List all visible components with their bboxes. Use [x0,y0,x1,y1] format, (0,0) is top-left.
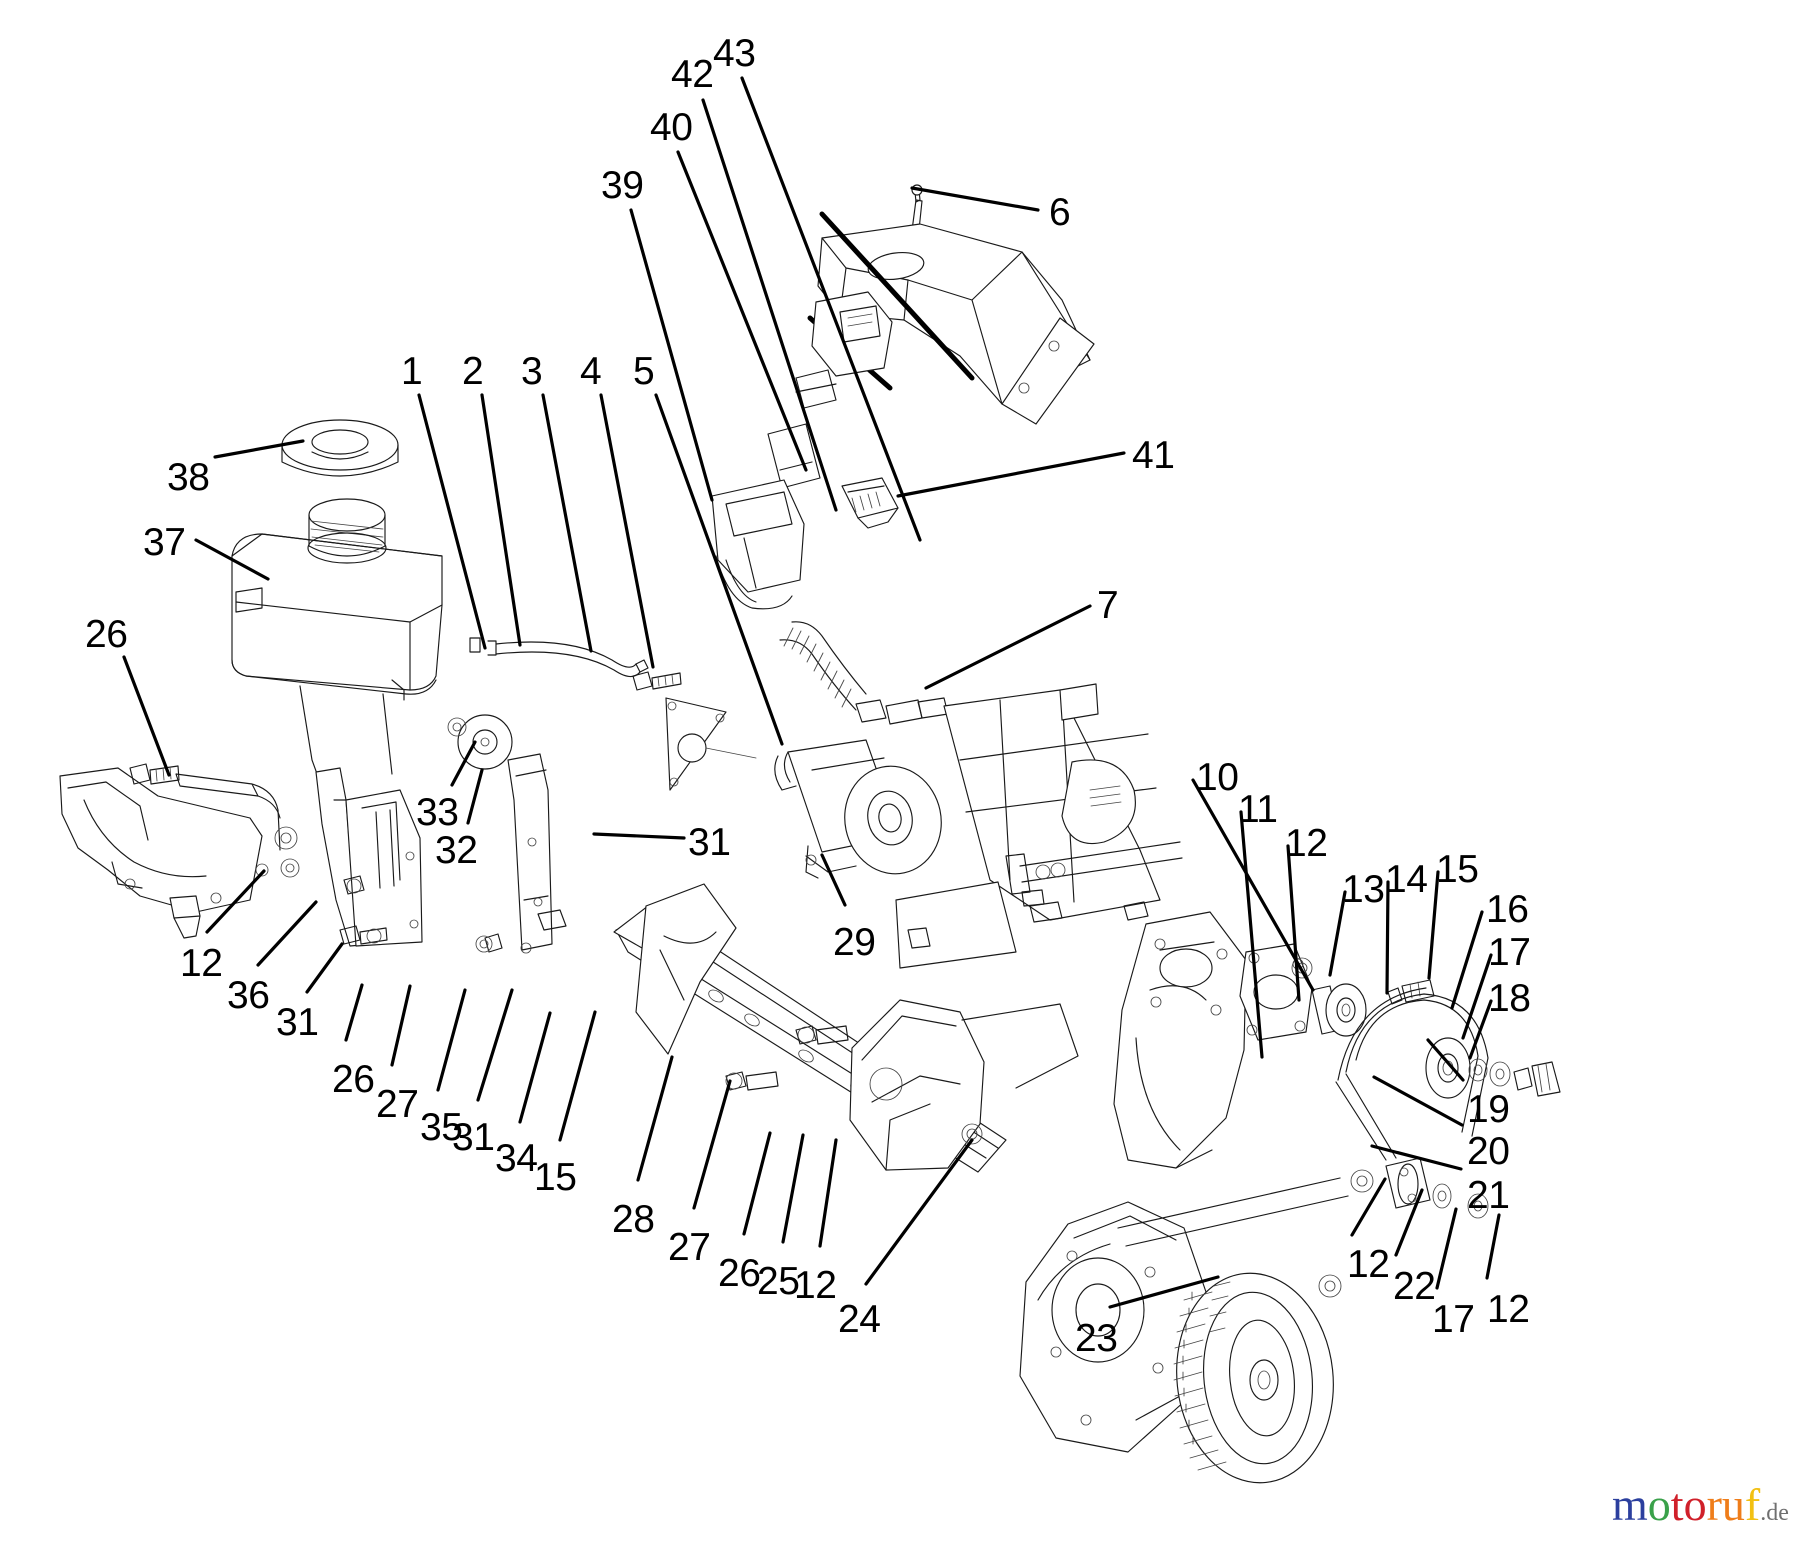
callout-11: 11 [1238,788,1278,831]
watermark-char-f: f [1744,1479,1761,1530]
callout-41: 41 [1132,434,1175,477]
part-flange-plate [1239,943,1367,1041]
callout-20: 20 [1467,1130,1510,1173]
callout-43: 43 [713,32,756,75]
part-left-side-panel [59,763,298,939]
part-drive-wheel [1173,1272,1334,1484]
callout-12-c: 12 [180,942,223,985]
callout-31-c: 31 [452,1116,495,1159]
part-auger-housing [613,883,1079,1173]
part-chute-assembly [711,184,1095,610]
part-gear-cover [1019,1157,1489,1453]
callout-31-b: 31 [276,1001,319,1044]
part-fuel-line [469,637,649,678]
part-bolt-3 [632,671,682,691]
callout-14: 14 [1385,858,1428,901]
callout-17-a: 17 [1488,931,1531,974]
part-fuel-tank [231,498,443,783]
callout-22: 22 [1393,1265,1436,1308]
callout-39: 39 [601,164,644,207]
callout-21: 21 [1467,1174,1510,1217]
callout-27-a: 27 [376,1083,419,1126]
callout-12-b: 12 [1285,822,1328,865]
callout-24: 24 [838,1298,881,1341]
callout-15-b: 15 [1436,848,1479,891]
callout-28: 28 [612,1198,655,1241]
part-engine-motor [774,621,1183,969]
callout-26-c: 26 [718,1252,761,1295]
callout-35: 35 [420,1106,463,1149]
callout-10: 10 [1196,756,1239,799]
watermark-char-u: u [1721,1479,1745,1530]
callout-5: 5 [633,350,655,393]
callout-42: 42 [671,53,714,96]
callout-1: 1 [401,350,423,393]
callout-33: 33 [416,791,459,834]
callout-19: 19 [1467,1088,1510,1131]
watermark-char-r: r [1706,1479,1722,1530]
motoruf-watermark: motoruf.de [1612,1482,1789,1528]
part-side-frame-plate [1113,911,1247,1169]
callout-17-b: 17 [1432,1298,1475,1341]
callout-2: 2 [462,350,484,393]
callout-12-d: 12 [794,1264,837,1307]
part-fuel-cap [281,419,399,477]
watermark-char-o1: o [1647,1479,1671,1530]
callout-25: 25 [757,1260,800,1303]
callout-15-c: 15 [534,1156,577,1199]
callout-26-a: 26 [85,613,128,656]
callout-27-b: 27 [668,1226,711,1269]
callout-37: 37 [143,521,186,564]
watermark-char-o2: o [1683,1479,1707,1530]
callout-18: 18 [1488,977,1531,1020]
watermark-char-m: m [1612,1479,1648,1530]
callout-3: 3 [521,350,543,393]
callout-4: 4 [580,350,602,393]
callout-6: 6 [1049,191,1071,234]
callout-12-e: 12 [1347,1243,1390,1286]
callout-40: 40 [650,106,693,149]
callout-13: 13 [1342,868,1385,911]
part-triangle-bracket [665,697,757,791]
callout-26-b: 26 [332,1058,375,1101]
part-center-panel [255,767,423,947]
watermark-char-t: t [1670,1479,1684,1530]
callout-36: 36 [227,974,270,1017]
callout-34: 34 [495,1137,538,1180]
callout-29: 29 [833,921,876,964]
callout-38: 38 [167,456,210,499]
callout-12-f: 12 [1487,1288,1530,1331]
callout-23: 23 [1075,1317,1118,1360]
watermark-suffix: .de [1760,1500,1789,1526]
callout-32: 32 [435,829,478,872]
callout-31-a: 31 [688,821,731,864]
callout-7: 7 [1097,584,1119,627]
callout-16: 16 [1486,888,1529,931]
